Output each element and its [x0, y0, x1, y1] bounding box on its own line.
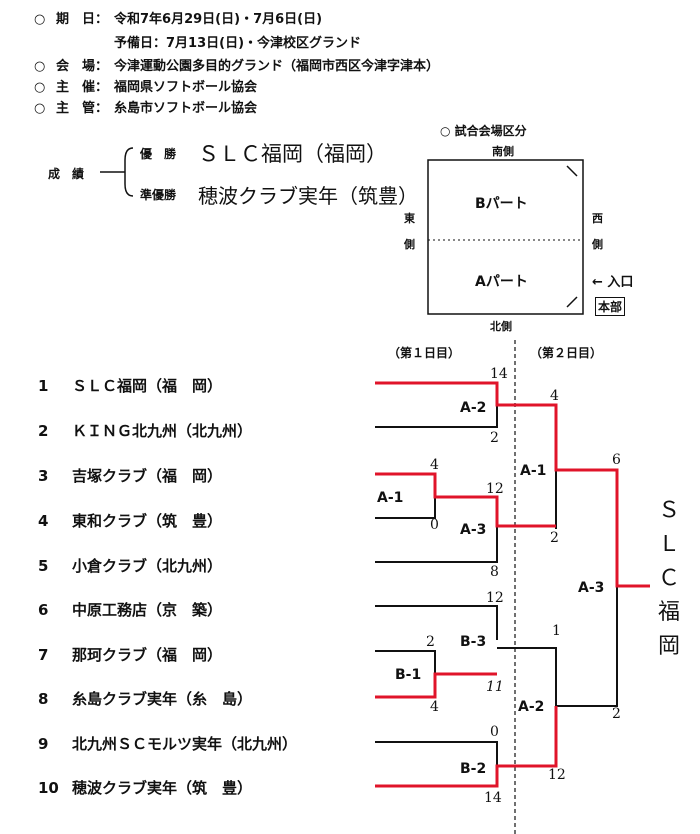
day2-heading: （第２日目） [530, 346, 603, 360]
venue-east-2: 側 [404, 238, 415, 251]
score: 1 [552, 623, 561, 639]
score: 2 [490, 430, 499, 446]
venue-hq: 本部 [595, 297, 626, 316]
info-manager: ○主 管：糸島市ソフトボール協会 [34, 101, 258, 116]
runnerup-label: 準優勝 [140, 188, 177, 202]
match-label: A-2 [518, 699, 545, 715]
score: 11 [486, 679, 504, 695]
winner-label: 優 勝 [140, 147, 177, 161]
venue-west-1: 西 [592, 212, 603, 225]
match-label: B-2 [460, 761, 487, 777]
venue-entrance: ← 入口 [592, 275, 634, 290]
venue-part-a: Aパート [475, 274, 528, 290]
match-label: A-3 [578, 580, 605, 596]
venue-part-b: Bパート [475, 196, 528, 212]
champion-vertical: Ｓ Ｌ Ｃ 福 岡 [657, 498, 680, 659]
score: 2 [426, 634, 435, 650]
match-label: A-2 [460, 400, 487, 416]
match-label: B-3 [460, 634, 487, 650]
info-date: ○期 日：令和7年6月29日(日)・7月6日(日) [34, 12, 323, 27]
score: 12 [548, 767, 566, 783]
match-label: A-1 [377, 490, 404, 506]
info-organizer: ○主 催：福岡県ソフトボール協会 [34, 80, 258, 95]
score: 12 [486, 590, 504, 606]
info-venue: ○会 場：今津運動公園多目的グランド（福岡市西区今津字津本） [34, 59, 440, 74]
score: 0 [490, 724, 499, 740]
winner-name: ＳＬＣ福岡（福岡） [198, 142, 387, 166]
score: 14 [490, 366, 508, 382]
venue-north: 北側 [490, 320, 512, 333]
match-label: A-3 [460, 522, 487, 538]
score: 2 [612, 706, 621, 722]
match-label: B-1 [395, 667, 422, 683]
score: 0 [430, 517, 439, 533]
venue-west-2: 側 [592, 238, 603, 251]
venue-south: 南側 [492, 145, 514, 158]
score: 4 [430, 457, 439, 473]
venue-box [427, 159, 584, 315]
score: 2 [550, 530, 559, 546]
match-label: A-1 [520, 463, 547, 479]
results-label: 成 績 [48, 167, 85, 181]
venue-title: ○ 試合会場区分 [440, 124, 527, 138]
runnerup-name: 穂波クラブ実年（筑豊） [198, 184, 418, 208]
score: 6 [612, 452, 621, 468]
day1-heading: （第１日目） [388, 346, 461, 360]
results-brace [100, 147, 134, 197]
score: 4 [550, 388, 559, 404]
score: 8 [490, 564, 499, 580]
score: 14 [484, 790, 502, 806]
score: 4 [430, 699, 439, 715]
info-reserve-date: 予備日：7月13日(日)・今津校区グランド [114, 36, 362, 51]
venue-east-1: 東 [404, 212, 415, 225]
score: 12 [486, 481, 504, 497]
